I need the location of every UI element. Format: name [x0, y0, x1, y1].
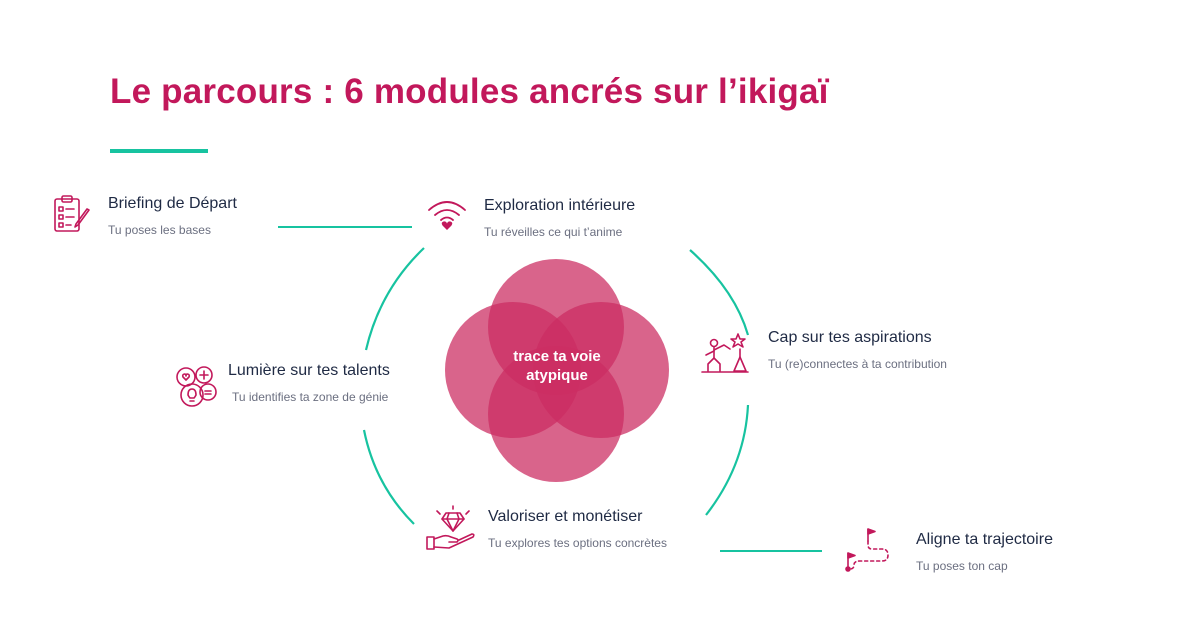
heart-signal-icon [426, 198, 468, 232]
lightbulb-talents-icon [172, 364, 220, 410]
path-flags-icon [838, 525, 894, 575]
module-title: Briefing de Départ [108, 195, 237, 212]
module-subtitle: Tu réveilles ce qui t’anime [484, 225, 623, 239]
module-title: Lumière sur tes talents [228, 362, 390, 379]
module-briefing: Briefing de Départ Tu poses les bases [108, 195, 237, 237]
title-underline [110, 149, 208, 153]
module-title: Exploration intérieure [484, 197, 636, 214]
cycle-arc-bottom-left [362, 429, 415, 525]
diamond-hand-icon [425, 505, 477, 553]
climber-star-icon [700, 331, 750, 375]
module-subtitle: Tu poses ton cap [916, 559, 1008, 573]
page-title: Le parcours : 6 modules ancrés sur l’iki… [110, 72, 829, 111]
module-subtitle: Tu (re)connectes à ta contribution [768, 357, 947, 371]
center-label-line1: trace ta voie [513, 348, 601, 365]
clipboard-checklist-icon [52, 194, 92, 236]
center-label-line2: atypique [526, 367, 588, 384]
cycle-arc-top-right [689, 249, 750, 336]
ikigai-center-label: trace ta voie atypique [487, 347, 627, 385]
module-talents: Lumière sur tes talents Tu identifies ta… [228, 362, 390, 404]
module-exploration: Exploration intérieure Tu réveilles ce q… [484, 197, 635, 239]
module-subtitle: Tu poses les bases [108, 223, 211, 237]
ikigai-petal-bottom [488, 346, 624, 482]
cycle-arc-right [705, 404, 750, 516]
module-title: Aligne ta trajectoire [916, 531, 1053, 548]
module-trajectoire: Aligne ta trajectoire Tu poses ton cap [916, 531, 1053, 573]
module-valoriser: Valoriser et monétiser Tu explores tes o… [488, 508, 667, 550]
module-title: Cap sur tes aspirations [768, 329, 932, 346]
module-title: Valoriser et monétiser [488, 508, 643, 525]
module-aspirations: Cap sur tes aspirations Tu (re)connectes… [768, 329, 947, 371]
module-subtitle: Tu identifies ta zone de génie [232, 390, 389, 404]
module-subtitle: Tu explores tes options concrètes [488, 536, 667, 550]
cycle-arc-top-left [364, 247, 425, 351]
